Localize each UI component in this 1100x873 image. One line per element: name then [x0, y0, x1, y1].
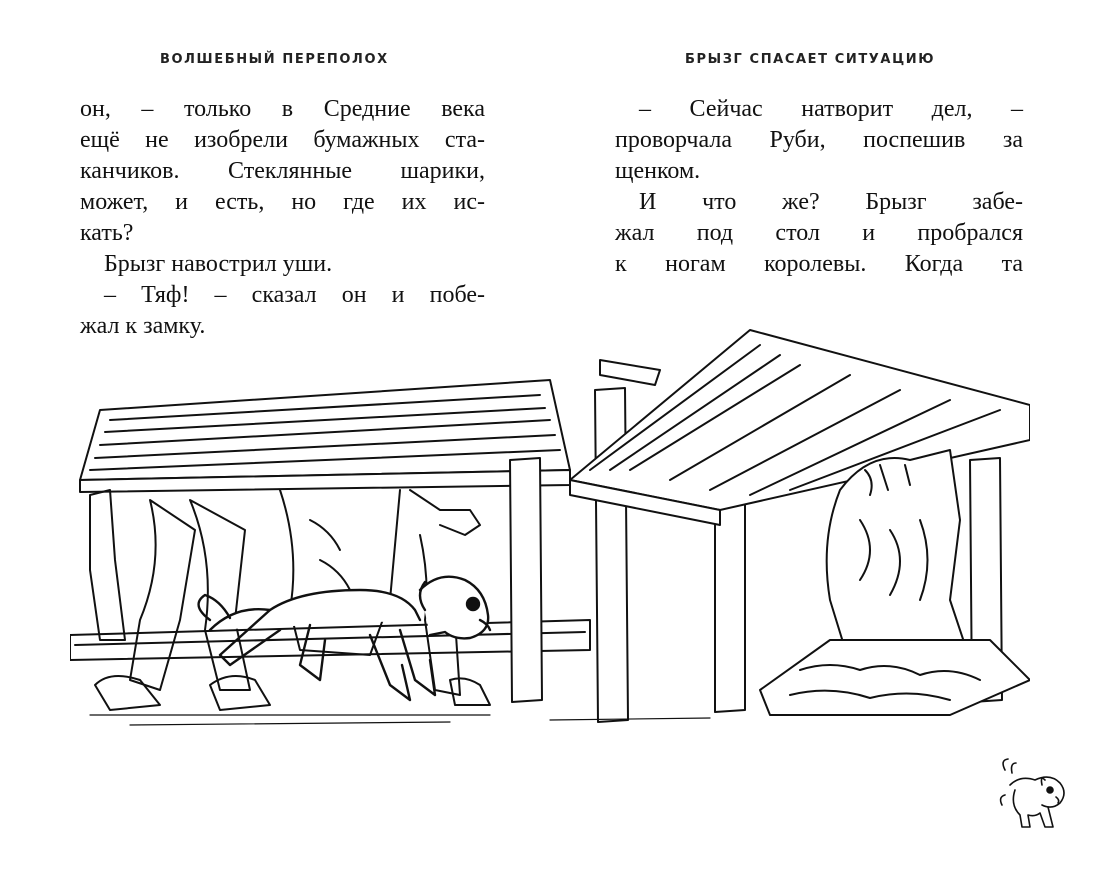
text-line: жал под стол и пробрался [615, 220, 1023, 246]
right-page: БРЫЗГ СПАСАЕТ СИТУАЦИЮ – Сейчас натворит… [550, 0, 1100, 873]
right-table [569, 329, 1030, 526]
floor-lines [89, 714, 711, 726]
text-line: к ногам королевы. Когда та [615, 251, 1023, 277]
running-head-left: ВОЛШЕБНЫЙ ПЕРЕПОЛОХ [160, 52, 389, 67]
puppy-icon [999, 758, 1065, 828]
text-line: щенком. [615, 158, 701, 184]
left-page: ВОЛШЕБНЫЙ ПЕРЕПОЛОХ он, – только в Средн… [80, 52, 485, 342]
running-head-right: БРЫЗГ СПАСАЕТ СИТУАЦИЮ [685, 52, 936, 67]
text-line: он, – только в Средние века [80, 96, 485, 122]
text-line: может, и есть, но где их ис- [80, 189, 485, 215]
text-line: жал к замку. [80, 313, 206, 339]
dog-figure [197, 575, 492, 702]
seated-figures [89, 489, 491, 711]
text-line: – Сейчас натворит дел, – [639, 96, 1023, 122]
queen-figure [759, 449, 1030, 716]
dog-under-table-illustration [70, 329, 1030, 726]
text-line: ещё не изобрели бумажных ста- [80, 127, 485, 153]
text-line: проворчала Руби, поспешив за [615, 127, 1023, 153]
text-line: Брызг навострил уши. [104, 251, 333, 277]
text-line: И что же? Брызг забе- [639, 189, 1023, 215]
body-text-right: – Сейчас натворит дел, – проворчала Руби… [615, 94, 1023, 280]
text-line: кать? [80, 220, 134, 246]
text-line: – Тяф! – сказал он и побе- [104, 282, 485, 308]
text-line: канчиков. Стеклянные шарики, [80, 158, 485, 184]
body-text-left: он, – только в Средние века ещё не изобр… [80, 94, 485, 342]
